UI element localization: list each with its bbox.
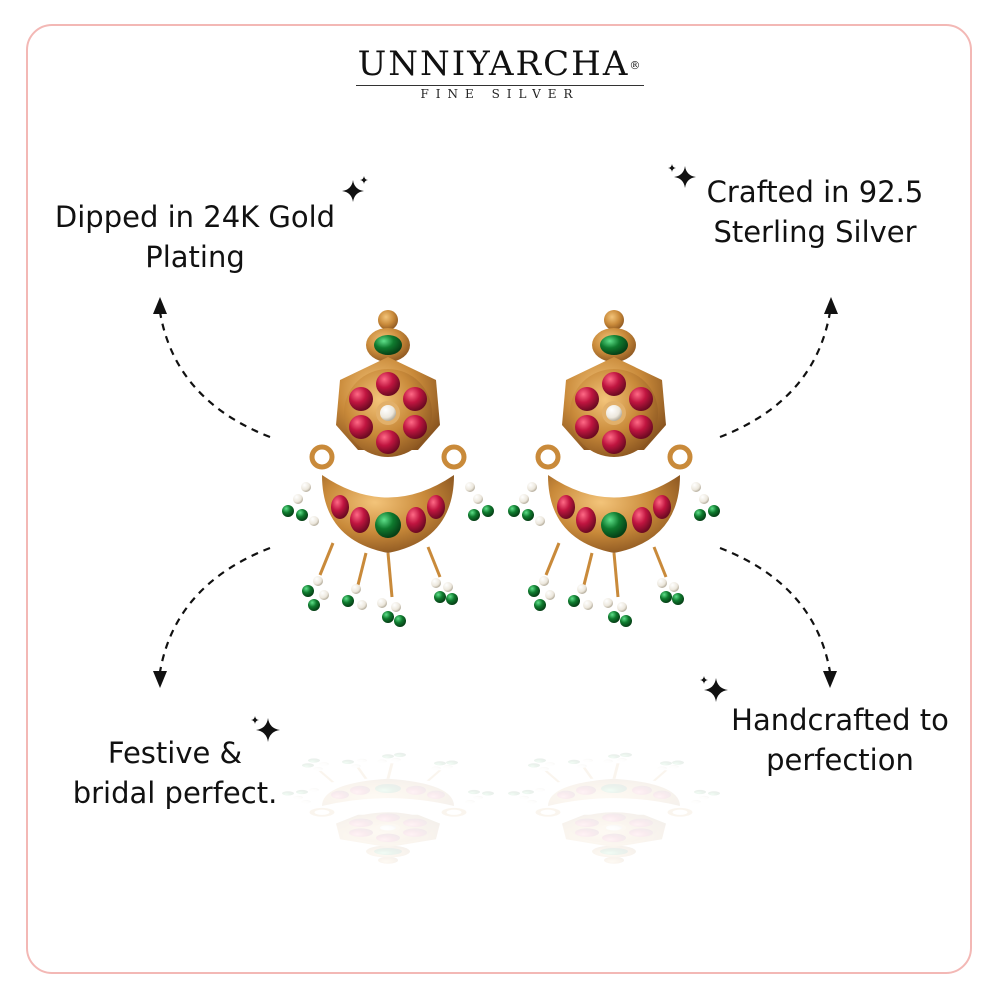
feature-sterling-silver: Crafted in 92.5 Sterling Silver — [660, 172, 970, 252]
arrow-top-right-icon — [719, 297, 838, 439]
brand-tagline: FINE SILVER — [420, 87, 580, 101]
brand-logo: UNNIYARCHA® FINE SILVER — [0, 44, 1000, 101]
earring-reflection — [282, 753, 720, 864]
feature-gold-plating: Dipped in 24K Gold Plating — [30, 197, 360, 277]
feature-festive-bridal-line2: bridal perfect. — [72, 776, 278, 810]
feature-gold-plating-line1: Dipped in 24K Gold — [54, 200, 336, 234]
earring-left — [282, 310, 494, 627]
earring-right — [508, 310, 720, 627]
feature-handcrafted: Handcrafted to perfection — [690, 700, 990, 780]
arrow-bottom-left-icon — [153, 546, 271, 688]
arrow-bottom-right-icon — [719, 546, 837, 688]
feature-sterling-silver-line2: Sterling Silver — [713, 215, 917, 249]
arrow-top-left-icon — [153, 297, 271, 439]
registered-mark: ® — [629, 59, 643, 72]
feature-sterling-silver-line1: Crafted in 92.5 — [706, 175, 924, 209]
feature-handcrafted-line1: Handcrafted to — [731, 703, 949, 737]
feature-handcrafted-line2: perfection — [766, 743, 914, 777]
card-frame — [26, 24, 972, 974]
brand-name: UNNIYARCHA® — [355, 44, 645, 86]
feature-gold-plating-line2: Plating — [145, 240, 245, 274]
feature-festive-bridal: Festive & bridal perfect. — [30, 733, 320, 813]
feature-festive-bridal-line1: Festive & — [107, 736, 243, 770]
